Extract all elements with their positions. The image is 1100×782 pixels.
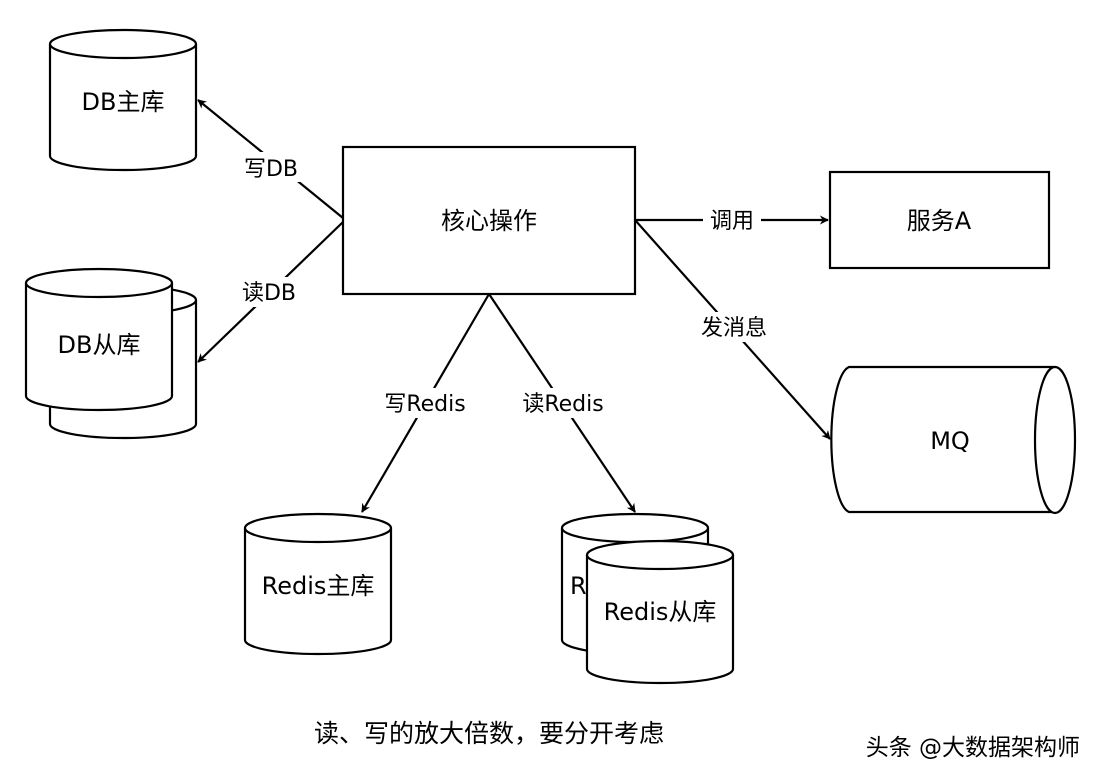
core-operation-label: 核心操作	[441, 207, 537, 235]
edge-send-msg-label: 发消息	[701, 316, 767, 341]
service-a-label: 服务A	[907, 207, 972, 235]
edge-read-redis: 读Redis	[488, 293, 636, 513]
source-watermark: 头条 @大数据架构师	[866, 735, 1080, 761]
edge-write-redis-label: 写Redis	[384, 392, 465, 417]
edge-read-db: 读DB	[197, 221, 344, 363]
redis-slave-label: Redis从库	[604, 598, 717, 626]
redis-slave-back-label: R	[570, 572, 587, 600]
mq-node: MQ	[830, 365, 1077, 515]
edge-call-label: 调用	[710, 209, 754, 234]
db-slave-label: DB从库	[58, 331, 141, 359]
core-operation-node: 核心操作	[341, 145, 637, 296]
redis-master-label: Redis主库	[262, 572, 375, 600]
edge-write-db-label: 写DB	[244, 157, 298, 182]
db-master-node: DB主库	[48, 28, 198, 172]
edge-read-db-label: 读DB	[242, 281, 296, 306]
redis-slave-node: R Redis从库	[560, 512, 735, 685]
edge-write-db: 写DB	[197, 99, 344, 219]
redis-master-node: Redis主库	[243, 512, 393, 656]
edge-call: 调用	[635, 205, 829, 235]
db-slave-node: DB从库	[24, 267, 198, 440]
edge-write-redis: 写Redis	[361, 293, 490, 513]
edge-read-redis-label: 读Redis	[522, 392, 603, 417]
mq-label: MQ	[930, 427, 970, 455]
edge-send-msg: 发消息	[634, 219, 831, 440]
service-a-node: 服务A	[828, 170, 1051, 270]
db-master-label: DB主库	[82, 88, 165, 116]
diagram-caption: 读、写的放大倍数，要分开考虑	[314, 719, 664, 748]
